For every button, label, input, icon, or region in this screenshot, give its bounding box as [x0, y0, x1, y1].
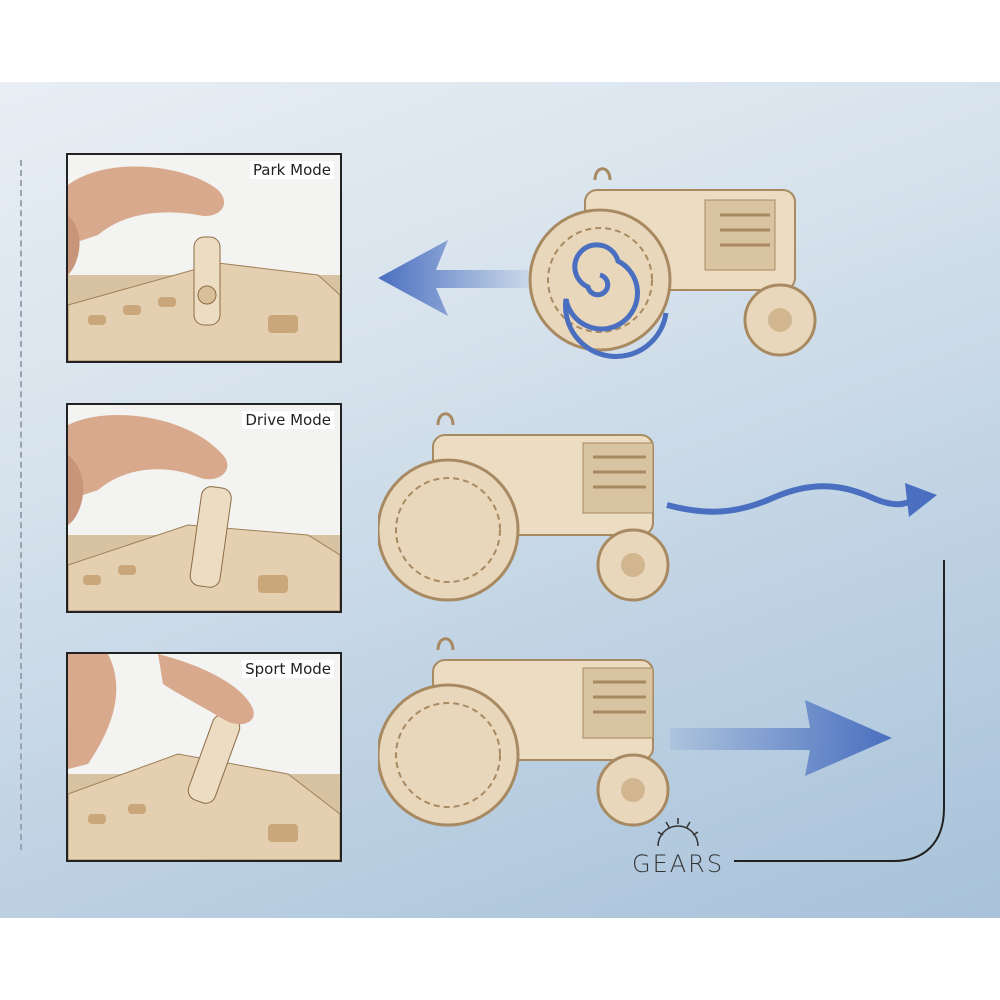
arrow-right-icon: [670, 700, 892, 776]
mode-label: Park Mode: [249, 161, 334, 179]
tractor-drive-illustration: [378, 412, 670, 602]
drive-mode-photo: Drive Mode: [66, 403, 342, 613]
arrow-left-icon: [378, 240, 528, 316]
mode-label: Sport Mode: [242, 660, 334, 678]
dashed-divider: [20, 160, 22, 850]
hand-lever-illustration: [68, 166, 340, 361]
hand-lever-illustration: [68, 654, 340, 860]
hand-lever-illustration: [68, 415, 340, 611]
park-mode-photo: Park Mode: [66, 153, 342, 363]
mode-label: Drive Mode: [242, 411, 334, 429]
wavy-arrow-icon: [666, 483, 937, 517]
gears-logo: GEARS: [632, 812, 732, 882]
gear-icon: [657, 818, 699, 847]
tractor-sport-illustration: [378, 637, 670, 827]
logo-text: GEARS: [632, 850, 725, 878]
connector-line: [734, 560, 945, 862]
tractor-park-illustration: [528, 167, 817, 359]
sport-mode-photo: Sport Mode: [66, 652, 342, 862]
